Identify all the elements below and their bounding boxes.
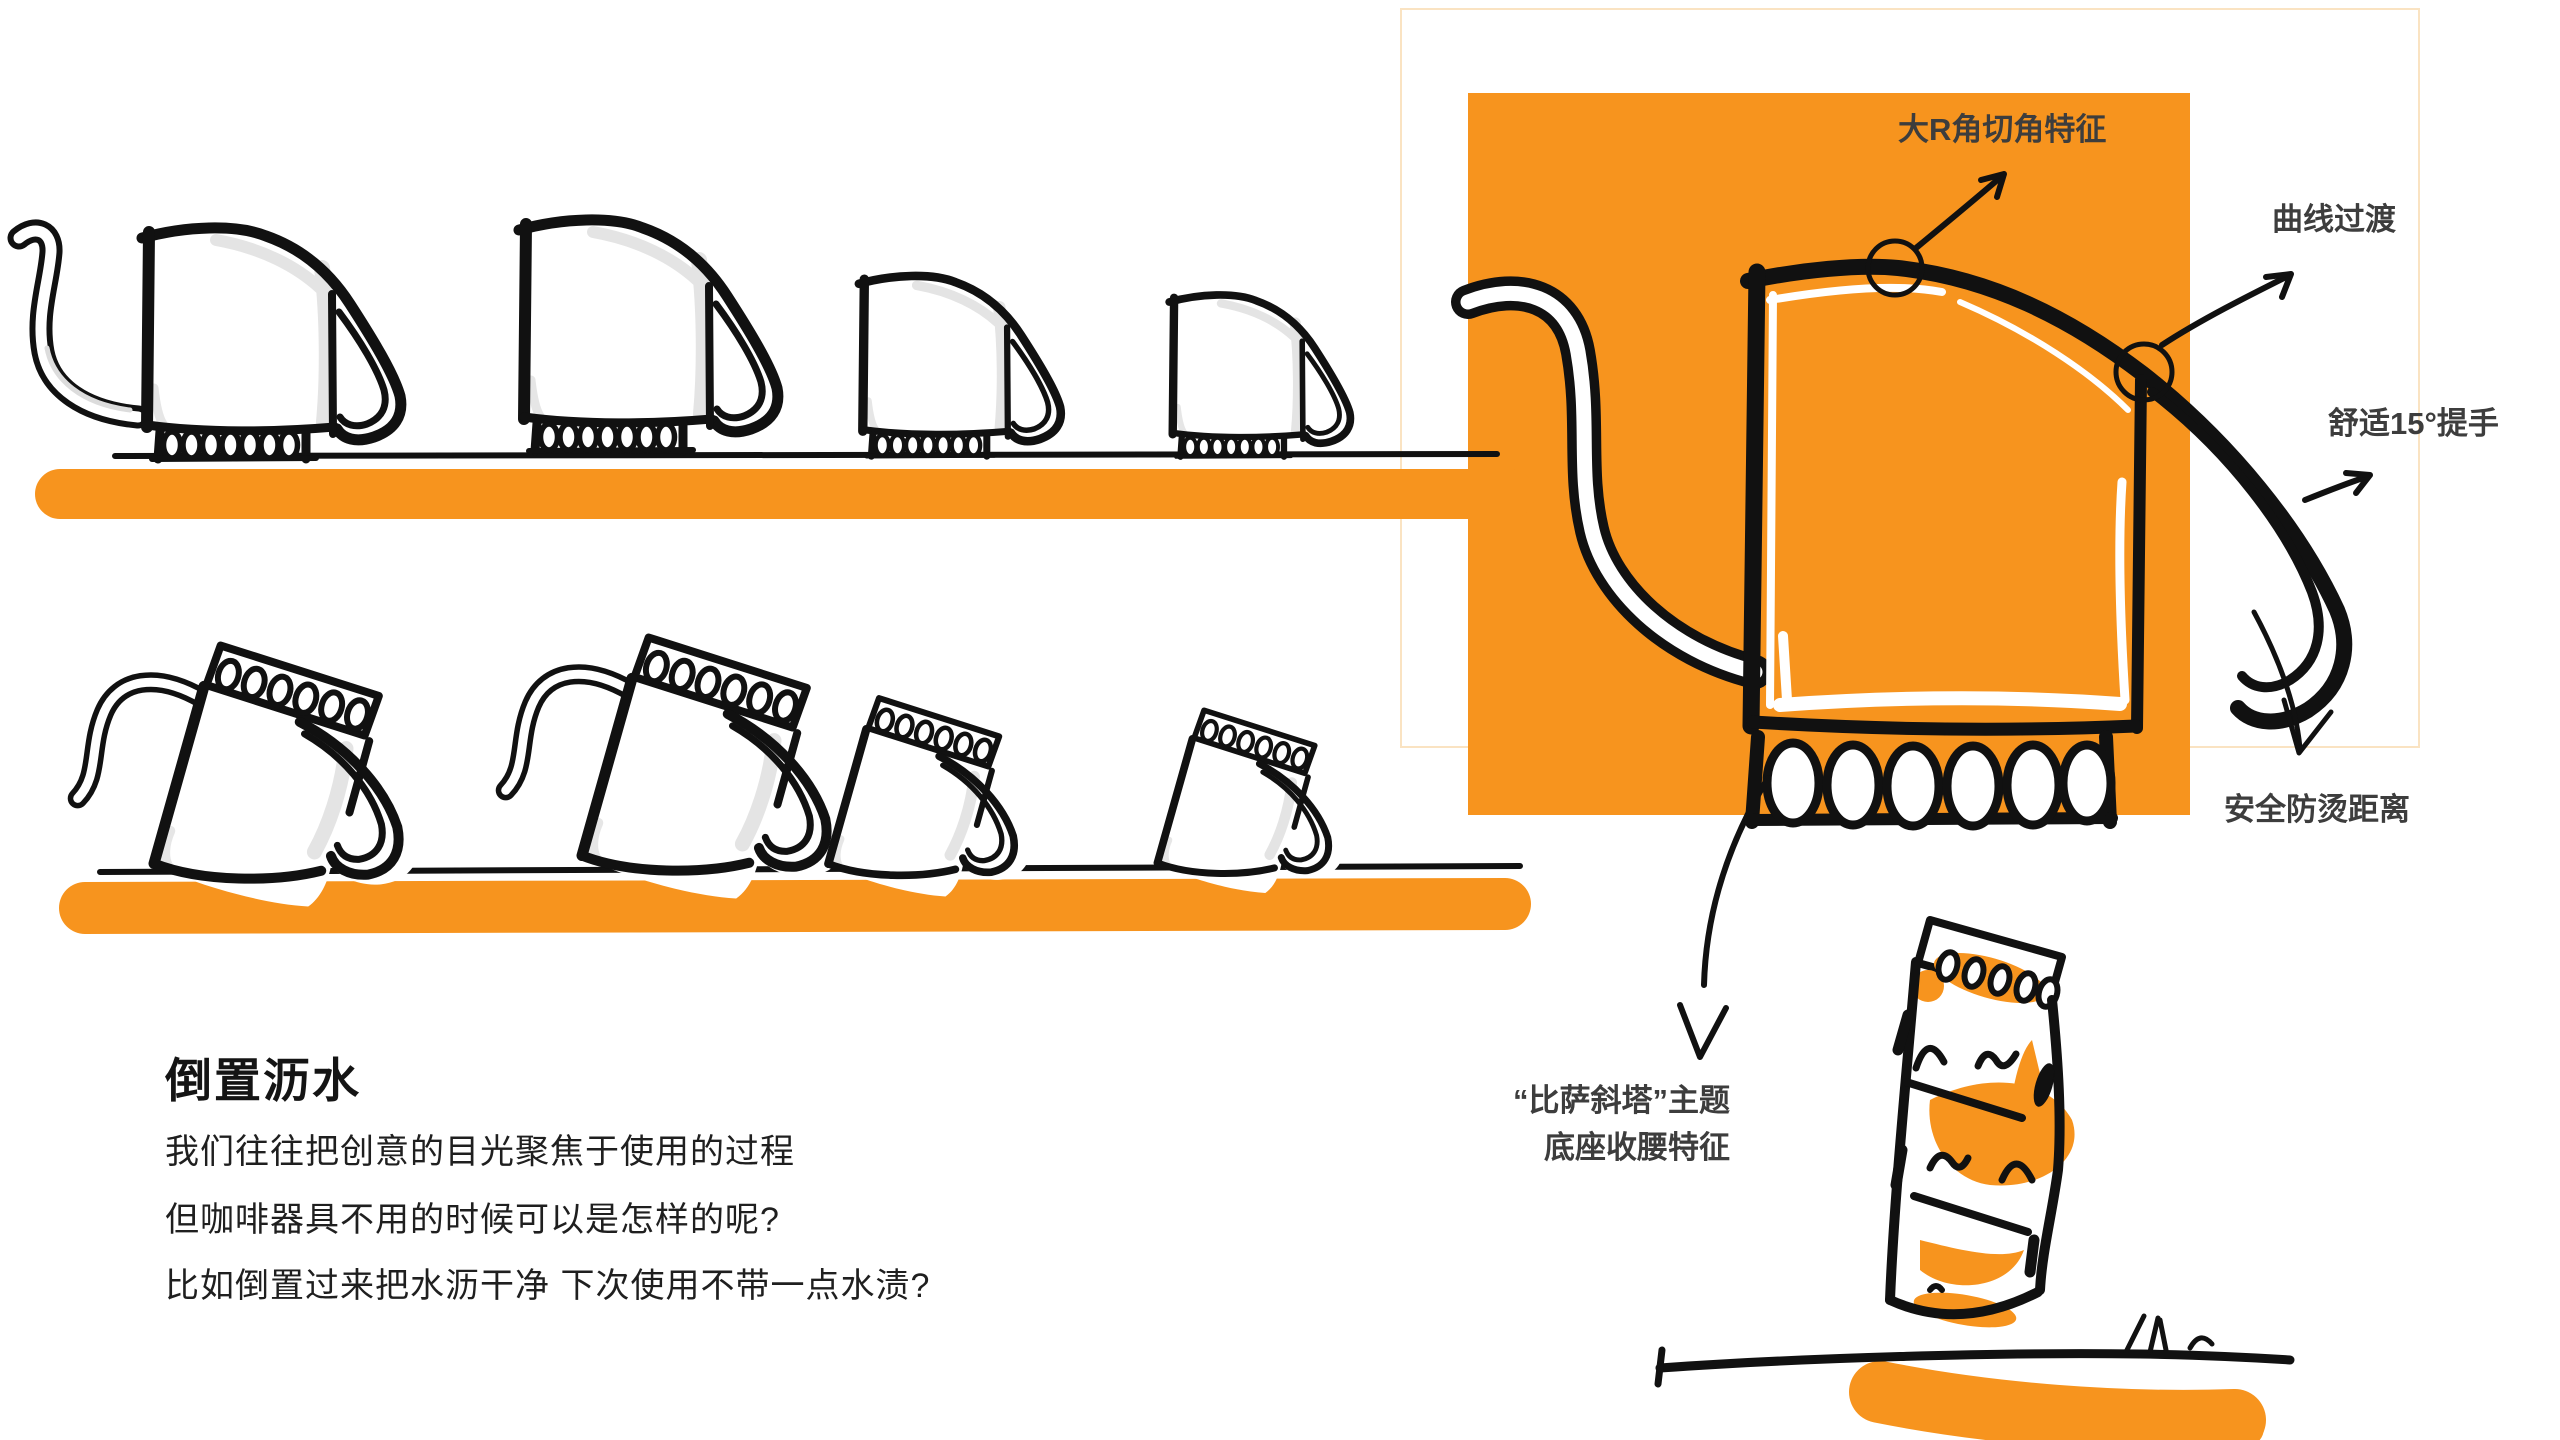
- annotation-safety-distance: 安全防烫距离: [2224, 792, 2410, 827]
- curve-transition-circle: [2113, 341, 2175, 403]
- page-title: 倒置沥水: [165, 1054, 361, 1107]
- corner-feature-arrow: [1913, 171, 2007, 251]
- safety-distance-arrow: [2251, 609, 2334, 756]
- pisa-theme-arrow: [1677, 775, 1771, 1060]
- annotation-corner-feature: 大R角切角特征: [1898, 112, 2107, 147]
- annotation-marks: [1677, 171, 2373, 1060]
- kettle-row-upright: [19, 220, 1353, 459]
- intro-line-3: 比如倒置过来把水沥干净 下次使用不带一点水渍?: [165, 1267, 931, 1305]
- handle-angle-arrow: [2302, 470, 2373, 503]
- corner-feature-circle: [1865, 238, 1925, 298]
- curve-transition-arrow: [2159, 271, 2294, 348]
- annotation-pisa-line2: 底座收腰特征: [1544, 1129, 1730, 1165]
- hero-kettle-sketch: [1451, 258, 2353, 831]
- pisa-kettle-sketch: [1654, 916, 2295, 1440]
- intro-line-2: 但咖啡器具不用的时候可以是怎样的呢?: [165, 1201, 780, 1239]
- intro-line-1: 我们往往把创意的目光聚焦于使用的过程: [165, 1133, 795, 1171]
- annotation-curve-transition: 曲线过渡: [2272, 202, 2396, 237]
- annotation-pisa-line1: “比萨斜塔”主题: [1513, 1083, 1730, 1118]
- annotation-handle-angle: 舒适15°提手: [2328, 406, 2499, 441]
- annotation-pisa-theme: “比萨斜塔”主题 底座收腰特征: [1513, 1078, 1730, 1171]
